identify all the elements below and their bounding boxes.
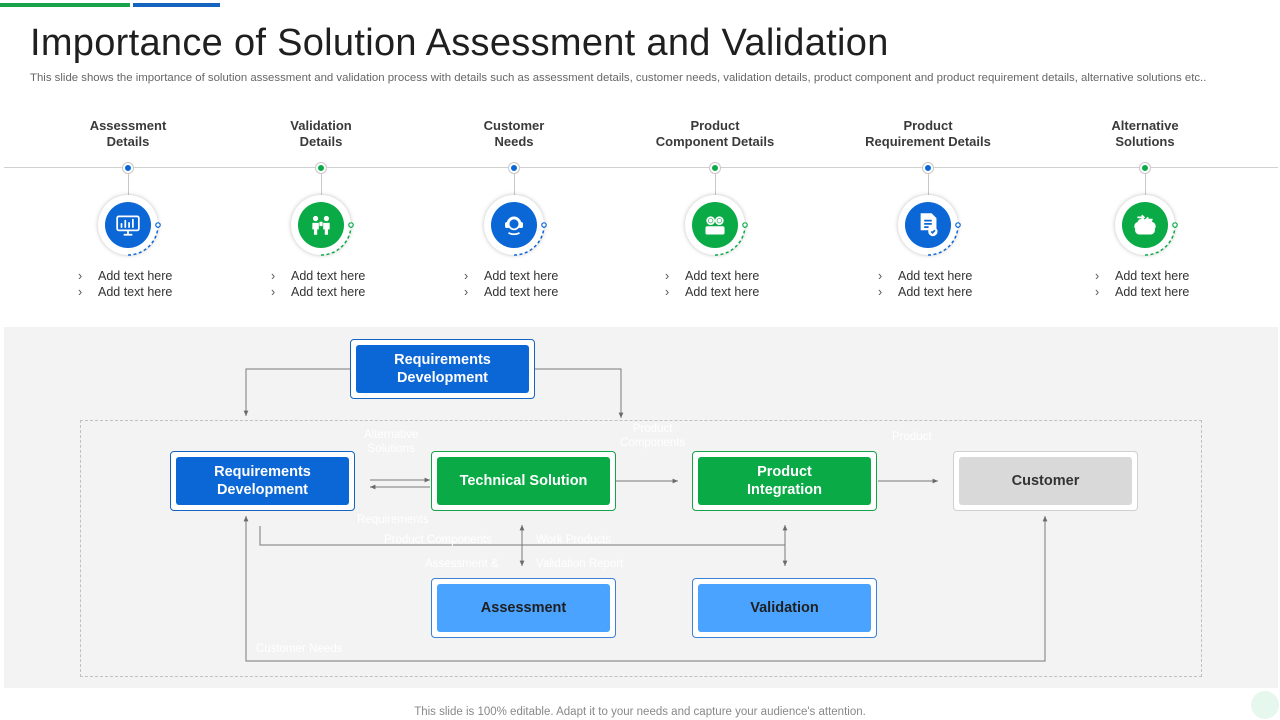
timeline-dot (316, 163, 326, 173)
node-label: Validation (698, 584, 871, 632)
bullet-list: Add text hereAdd text here (464, 268, 558, 300)
node-validation[interactable]: Validation (692, 578, 877, 638)
page-title: Importance of Solution Assessment and Va… (30, 22, 889, 64)
timeline-dot (123, 163, 133, 173)
accent-bar-green (0, 3, 130, 7)
bullet-list: Add text hereAdd text here (878, 268, 972, 300)
timeline-stem (927, 173, 929, 195)
label-validation-report: Validation Report (536, 558, 624, 570)
bullet-item: Add text here (271, 284, 365, 300)
timeline-stem (127, 173, 129, 195)
timeline-stem (1144, 173, 1146, 195)
node-label: Requirements Development (176, 457, 349, 505)
dashed-arc (513, 222, 547, 256)
brain-arrows-icon (1122, 202, 1168, 248)
flow-dashed-frame (80, 420, 1202, 677)
label-alternative-solutions: Alternative Solutions (364, 429, 419, 455)
footer-note: This slide is 100% editable. Adapt it to… (414, 706, 866, 718)
column-title: Product Component Details (655, 118, 775, 149)
dashed-arc (1144, 222, 1178, 256)
connector-top-left (243, 368, 351, 416)
connector-customer-needs (243, 516, 1048, 662)
customer-headset-icon (491, 202, 537, 248)
people-presentation-icon (298, 202, 344, 248)
bullet-item: Add text here (464, 268, 558, 284)
timeline-stem (714, 173, 716, 195)
node-requirements-development[interactable]: Requirements Development (170, 451, 355, 511)
column-title: Customer Needs (483, 118, 545, 149)
column-title: Validation Details (290, 118, 352, 149)
node-label: Customer (959, 457, 1132, 505)
bullet-list: Add text hereAdd text here (1095, 268, 1189, 300)
accent-bar-blue (133, 3, 220, 7)
label-assessment-and: Assessment & (425, 558, 499, 570)
label-product-components-top: Product Components (620, 423, 686, 449)
column-title: Assessment Details (89, 118, 167, 149)
timeline-dot (509, 163, 519, 173)
column-title: Product Requirement Details (865, 118, 991, 149)
bullet-item: Add text here (78, 268, 172, 284)
dashed-arc (127, 222, 161, 256)
dashed-arc (714, 222, 748, 256)
bullet-item: Add text here (271, 268, 365, 284)
node-label: Product Integration (698, 457, 871, 505)
dashed-arc (320, 222, 354, 256)
corner-badge (1251, 691, 1279, 719)
node-customer[interactable]: Customer (953, 451, 1138, 511)
timeline-stem (320, 173, 322, 195)
timeline-line (4, 167, 1278, 168)
label-product-components: Product Components (384, 534, 493, 546)
document-check-icon (905, 202, 951, 248)
bullet-item: Add text here (665, 284, 759, 300)
bullet-list: Add text hereAdd text here (271, 268, 365, 300)
product-gears-icon (692, 202, 738, 248)
node-product-integration[interactable]: Product Integration (692, 451, 877, 511)
bullet-list: Add text hereAdd text here (665, 268, 759, 300)
bullet-item: Add text here (1095, 284, 1189, 300)
timeline-dot (1140, 163, 1150, 173)
bullet-item: Add text here (665, 268, 759, 284)
label-requirements: Requirements (357, 514, 429, 526)
bullet-item: Add text here (464, 284, 558, 300)
label-product: Product (892, 431, 932, 443)
bullet-item: Add text here (1095, 268, 1189, 284)
page-subtitle: This slide shows the importance of solut… (30, 72, 1207, 84)
node-assessment[interactable]: Assessment (431, 578, 616, 638)
label-customer-needs: Customer Needs (256, 643, 343, 655)
node-top-requirements-development[interactable]: Requirements Development (350, 339, 535, 399)
bullet-item: Add text here (878, 268, 972, 284)
monitor-chart-icon (105, 202, 151, 248)
label-work-products: Work Products (536, 534, 612, 546)
node-label: Assessment (437, 584, 610, 632)
node-label: Technical Solution (437, 457, 610, 505)
bullet-item: Add text here (878, 284, 972, 300)
node-technical-solution[interactable]: Technical Solution (431, 451, 616, 511)
connector-top-right (534, 368, 624, 418)
bullet-list: Add text hereAdd text here (78, 268, 172, 300)
timeline-dot (923, 163, 933, 173)
timeline-stem (513, 173, 515, 195)
node-label: Requirements Development (356, 345, 529, 393)
dashed-arc (927, 222, 961, 256)
bullet-item: Add text here (78, 284, 172, 300)
timeline-dot (710, 163, 720, 173)
column-title: Alternative Solutions (1111, 118, 1179, 149)
connector-work-products (259, 526, 785, 546)
